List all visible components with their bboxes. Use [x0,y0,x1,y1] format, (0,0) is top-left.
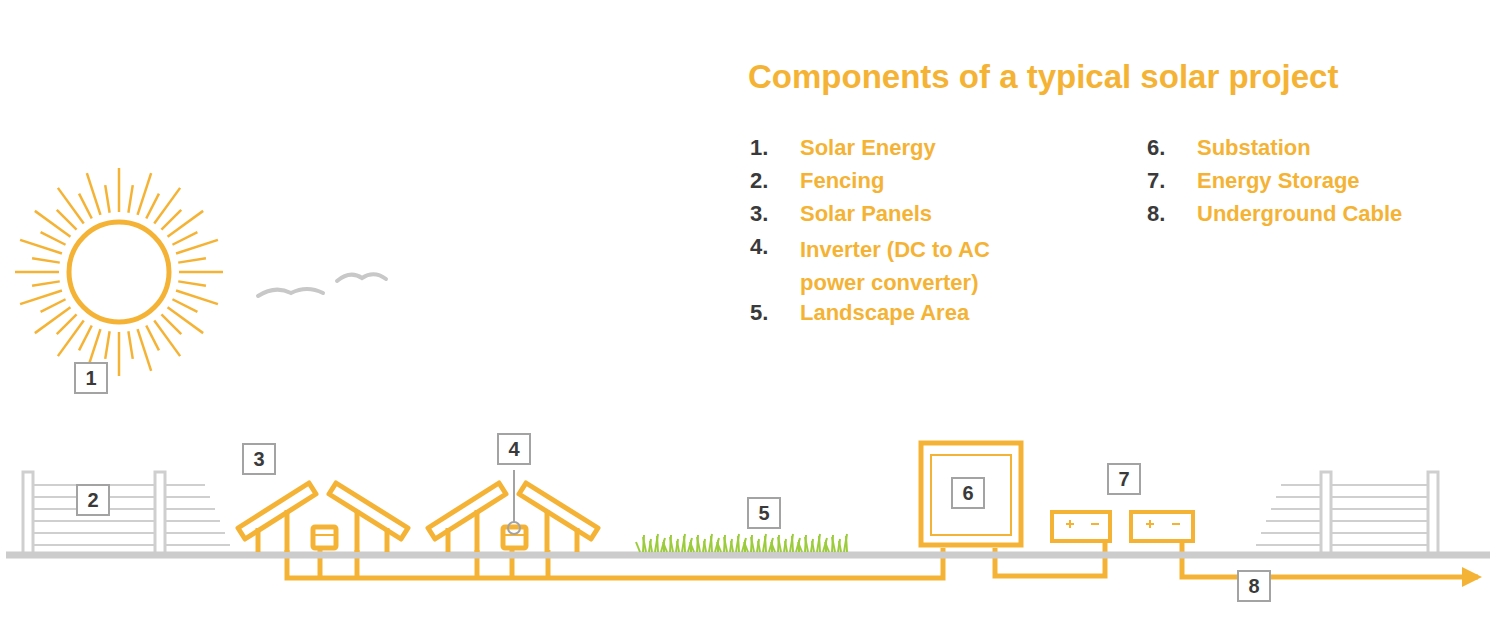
list-number: 8. [1147,200,1165,228]
list-number: 7. [1147,167,1165,195]
component-name: Solar Energy [800,134,936,162]
title: Components of a typical solar project [748,58,1338,96]
callout-number: 1 [85,367,96,390]
fence-left [23,472,230,555]
callout-number: 6 [962,482,973,505]
component-name: Substation [1197,134,1311,162]
fence-right [1256,472,1438,555]
callout-number: 2 [87,489,98,512]
callout-box: 4 [497,433,531,465]
callout-number: 8 [1248,575,1259,598]
component-name: Inverter (DC to AC power converter) [800,233,1045,299]
list-number: 6. [1147,134,1165,162]
substation [921,443,1021,545]
inverter-leader [508,470,520,534]
callout-box: 3 [242,443,276,475]
callout-box: 6 [951,477,985,509]
ground [6,552,1490,559]
callout-box: 8 [1237,570,1271,602]
component-name: Fencing [800,167,884,195]
component-name: Energy Storage [1197,167,1360,195]
callout-number: 3 [253,448,264,471]
component-name: Solar Panels [800,200,932,228]
component-name: Landscape Area [800,299,969,327]
list-number: 1. [750,134,768,162]
birds [258,274,386,296]
callout-box: 5 [747,497,781,529]
callout-number: 7 [1118,468,1129,491]
list-number: 2. [750,167,768,195]
list-number: 4. [750,233,768,261]
list-number: 3. [750,200,768,228]
sun [15,168,223,376]
callout-box: 2 [76,484,110,516]
grass [636,534,847,552]
batteries [1052,512,1193,541]
list-number: 5. [750,299,768,327]
component-name: Underground Cable [1197,200,1402,228]
underground-cable [287,543,1478,578]
callout-box: 7 [1107,463,1141,495]
callout-number: 5 [758,502,769,525]
callout-box: 1 [74,362,108,394]
solar-panels [238,483,598,552]
callout-number: 4 [508,438,519,461]
